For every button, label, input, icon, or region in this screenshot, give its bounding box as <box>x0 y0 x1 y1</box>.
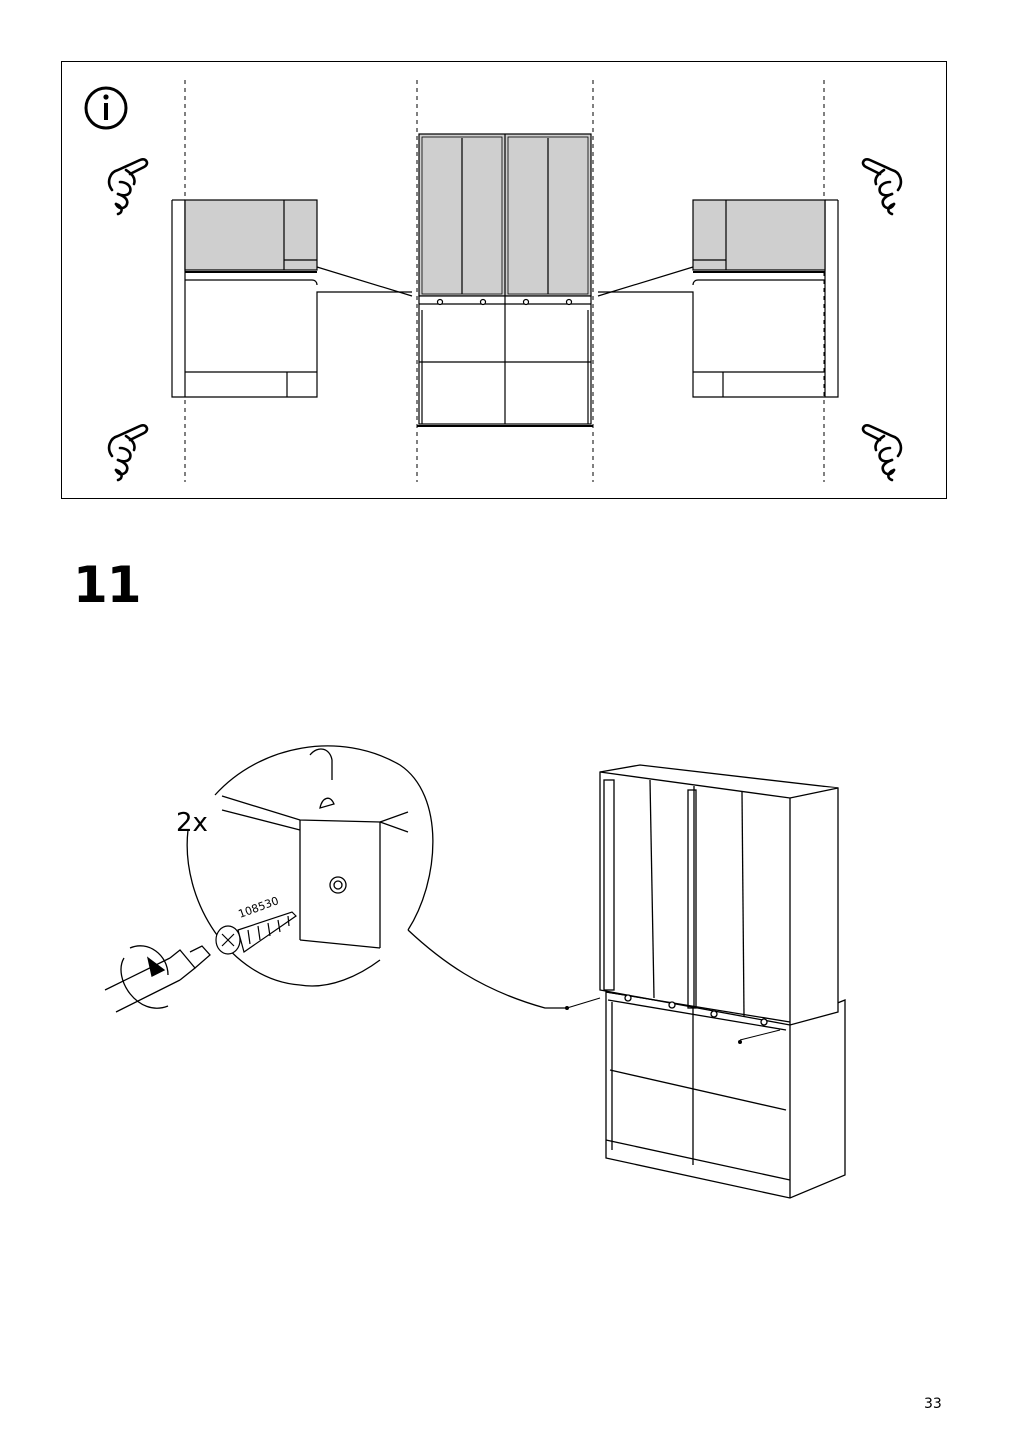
cabinet-assembly <box>599 764 846 1199</box>
screw-pointers <box>565 997 781 1044</box>
right-detail-view <box>597 199 839 398</box>
quantity-label: 2x <box>176 808 208 838</box>
info-panel <box>61 61 947 499</box>
pointing-hand-icon <box>107 158 149 216</box>
page-number: 33 <box>924 1396 942 1412</box>
pointing-hand-icon <box>107 424 149 482</box>
cabinet-front-view <box>417 133 593 427</box>
step-illustration: 108530 <box>104 745 846 1199</box>
magnified-detail <box>186 745 567 1009</box>
wall-alignment-diagram <box>84 80 903 482</box>
step-number: 11 <box>73 556 142 614</box>
left-detail-view <box>171 199 413 398</box>
screwdriver-icon <box>104 945 211 1013</box>
screw-icon <box>215 911 297 955</box>
pointing-hand-icon <box>861 158 903 216</box>
part-number: 108530 <box>237 894 281 921</box>
pointing-hand-icon <box>861 424 903 482</box>
info-circle-icon <box>84 86 128 130</box>
